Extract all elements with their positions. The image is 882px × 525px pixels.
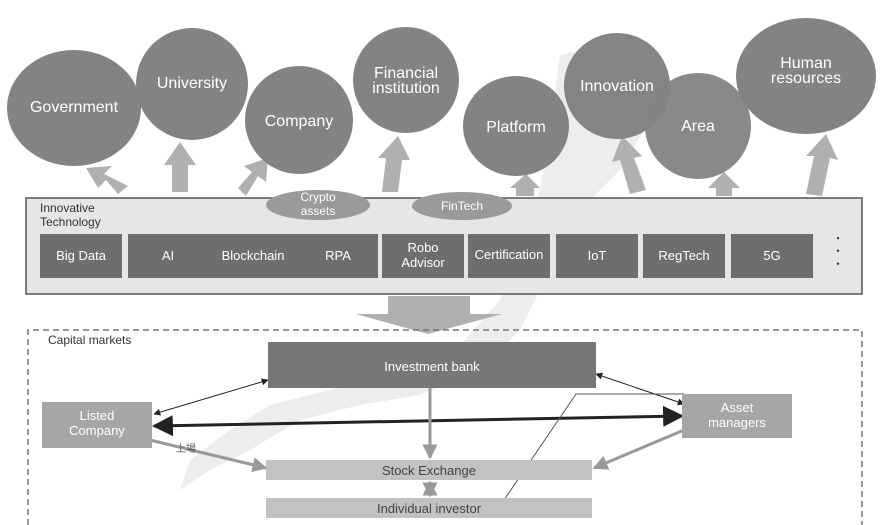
label-company: Company [265, 113, 333, 130]
investment-bank-label: Investment bank [384, 359, 480, 374]
technology-boxes [40, 234, 813, 278]
label-platform: Platform [486, 119, 546, 136]
investment-bank-box [268, 342, 596, 388]
overlay-fintech [412, 192, 512, 220]
circle-financial-institution [353, 27, 459, 133]
box-ai-blockchain-rpa [128, 234, 378, 278]
link-asset-investor [503, 393, 684, 501]
individual-investor-label: Individual investor [377, 501, 482, 516]
circle-innovation [564, 33, 670, 139]
arrow-to-human-resources [806, 134, 838, 196]
label-university: University [157, 75, 227, 92]
capital-markets-title: Capital markets [48, 333, 131, 347]
listed-company-box [42, 402, 152, 448]
listing-label: 上場 [176, 442, 196, 455]
link-bank-listed [153, 378, 269, 416]
circle-university [136, 28, 248, 140]
arrow-to-area [708, 172, 740, 196]
link-asset-exchange [592, 428, 685, 470]
label-iot: IoT [588, 248, 607, 263]
box-big-data [40, 234, 122, 278]
stock-exchange-bar [266, 460, 592, 480]
stakeholder-circles [7, 18, 876, 179]
technology-continuation: ・・・ [833, 233, 844, 270]
overlay-crypto-assets [266, 190, 370, 220]
down-arrow [356, 296, 502, 334]
arrow-to-platform [510, 174, 540, 196]
circle-area [645, 73, 751, 179]
arrow-to-innovation [612, 136, 646, 194]
box-regtech [643, 234, 725, 278]
arrow-to-company [238, 158, 268, 196]
circle-human-resources [736, 18, 876, 134]
link-bank-asset [595, 372, 685, 406]
box-robo-advisor [382, 234, 464, 278]
asset-managers-box [682, 394, 792, 438]
capital-markets-frame [27, 329, 863, 525]
label-government: Government [30, 99, 119, 116]
label-ai: AI [162, 248, 174, 263]
arrow-to-university [164, 142, 196, 192]
upward-arrows [86, 134, 838, 196]
individual-investor-bar [266, 498, 592, 518]
arrow-to-financial-institution [378, 136, 410, 192]
overlay-fintech-label: FinTech [441, 199, 483, 213]
label-regtech: RegTech [658, 248, 709, 263]
box-iot [556, 234, 638, 278]
label-innovation: Innovation [580, 78, 654, 95]
link-listed-asset [151, 405, 685, 437]
label-big-data: Big Data [56, 248, 107, 263]
label-area: Area [681, 118, 715, 135]
box-5g [731, 234, 813, 278]
circle-company [245, 66, 353, 174]
link-listed-exchange [149, 438, 268, 473]
circle-government [7, 50, 141, 166]
label-blockchain: Blockchain [222, 248, 285, 263]
label-5g: 5G [763, 248, 780, 263]
label-rpa: RPA [325, 248, 351, 263]
stock-exchange-label: Stock Exchange [382, 463, 476, 478]
box-certification [468, 234, 550, 278]
circle-platform [463, 76, 569, 176]
label-certification: Certification [475, 247, 544, 262]
arrow-to-government [86, 166, 128, 194]
